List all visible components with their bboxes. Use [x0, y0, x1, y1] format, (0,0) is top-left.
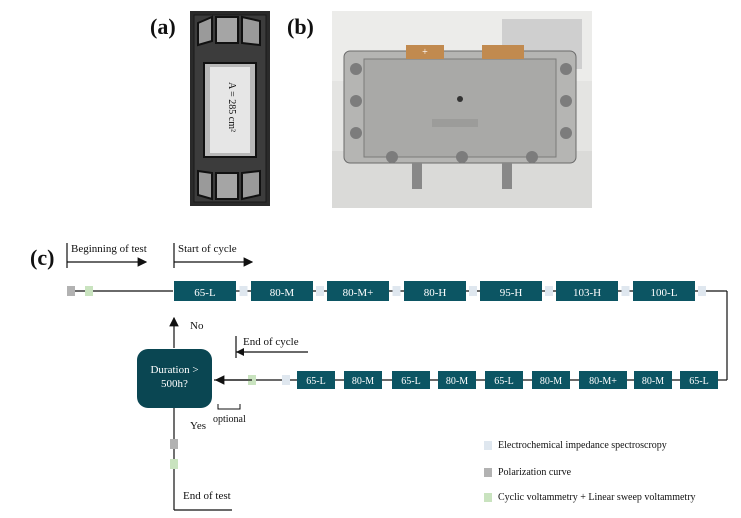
- top-step-box: [556, 281, 618, 301]
- top-step-label: 100-L: [651, 287, 678, 299]
- bottom-step-label: 65-L: [689, 376, 708, 387]
- yes-label: Yes: [190, 420, 207, 432]
- legend-swatch-cv-lsv: [484, 493, 492, 503]
- bottom-step-box: [344, 371, 382, 389]
- end-of-test-label: End of test: [183, 490, 231, 502]
- bottom-step-box: [392, 371, 430, 389]
- top-eis-marker: [469, 286, 477, 296]
- top-cvlsv-marker: [85, 286, 93, 296]
- beginning-of-test-label: Beginning of test: [71, 243, 147, 255]
- top-step-box: [404, 281, 466, 301]
- legend-swatch-eis: [484, 441, 492, 451]
- yes-cvlsv-marker: [170, 459, 178, 469]
- legend-label-cv-lsv: Cyclic voltammetry + Linear sweep voltam…: [498, 492, 696, 503]
- stack-photo: +: [332, 11, 592, 208]
- optional-bracket: [217, 404, 241, 410]
- bottom-step-label: 80-M+: [589, 376, 617, 387]
- legend-label-polarization: Polarization curve: [498, 467, 572, 478]
- legend-item-eis: Electrochemical impedance spectroscropy: [484, 440, 667, 451]
- end-cycle-arrowhead: [236, 348, 244, 356]
- top-step-label: 80-M+: [343, 287, 374, 299]
- bottom-step-box: [485, 371, 523, 389]
- bottom-step-box: [297, 371, 335, 389]
- top-eis-marker: [698, 286, 706, 296]
- top-eis-marker: [316, 286, 324, 296]
- svg-text:+: +: [422, 47, 428, 58]
- bottom-step-label: 65-L: [494, 376, 513, 387]
- bottom-step-label: 80-M: [540, 376, 562, 387]
- decision-line-2: 500h?: [161, 378, 188, 390]
- legend-label-eis: Electrochemical impedance spectroscropy: [498, 440, 667, 451]
- bottom-step-box: [438, 371, 476, 389]
- decision-line-1: Duration >: [150, 364, 199, 376]
- panel-label-a: (a): [150, 14, 176, 39]
- top-step-label: 95-H: [500, 287, 523, 299]
- bottom-step-label: 65-L: [306, 376, 325, 387]
- panel-label-c: (c): [30, 245, 55, 270]
- top-step-box: [480, 281, 542, 301]
- bottom-step-box: [579, 371, 627, 389]
- panel-label-b: (b): [287, 14, 314, 39]
- decision-node: Duration > 500h?: [137, 349, 212, 408]
- top-step-label: 103-H: [573, 287, 601, 299]
- bottom-step-box: [634, 371, 672, 389]
- bottom-step-label: 65-L: [401, 376, 420, 387]
- top-step-box: [327, 281, 389, 301]
- start-of-cycle-label: Start of cycle: [178, 243, 237, 255]
- top-eis-marker: [392, 286, 401, 296]
- bottom-step-label: 80-M: [642, 376, 664, 387]
- top-step-label: 80-M: [270, 287, 295, 299]
- bottom-step-label: 80-M: [446, 376, 468, 387]
- top-polarization-marker: [67, 286, 75, 296]
- top-eis-marker: [239, 286, 248, 296]
- no-label: No: [190, 320, 204, 332]
- bipolar-plate-photo: [190, 11, 270, 206]
- bottom-step-box: [680, 371, 718, 389]
- yes-polarization-marker: [170, 439, 178, 449]
- top-step-label: 80-H: [424, 287, 447, 299]
- legend-item-cv-lsv: Cyclic voltammetry + Linear sweep voltam…: [484, 492, 696, 503]
- top-eis-marker: [545, 286, 553, 296]
- end-of-cycle-label: End of cycle: [243, 336, 299, 348]
- bottom-step-label: 80-M: [352, 376, 374, 387]
- top-step-label: 65-L: [194, 287, 216, 299]
- top-eis-marker: [621, 286, 630, 296]
- legend-swatch-polarization: [484, 468, 492, 478]
- legend-item-polarization: Polarization curve: [484, 467, 571, 478]
- bottom-eis-marker: [282, 375, 290, 385]
- top-step-box: [251, 281, 313, 301]
- top-step-box: [633, 281, 695, 301]
- bottom-step-box: [532, 371, 570, 389]
- top-step-box: [174, 281, 236, 301]
- optional-label: optional: [213, 414, 246, 425]
